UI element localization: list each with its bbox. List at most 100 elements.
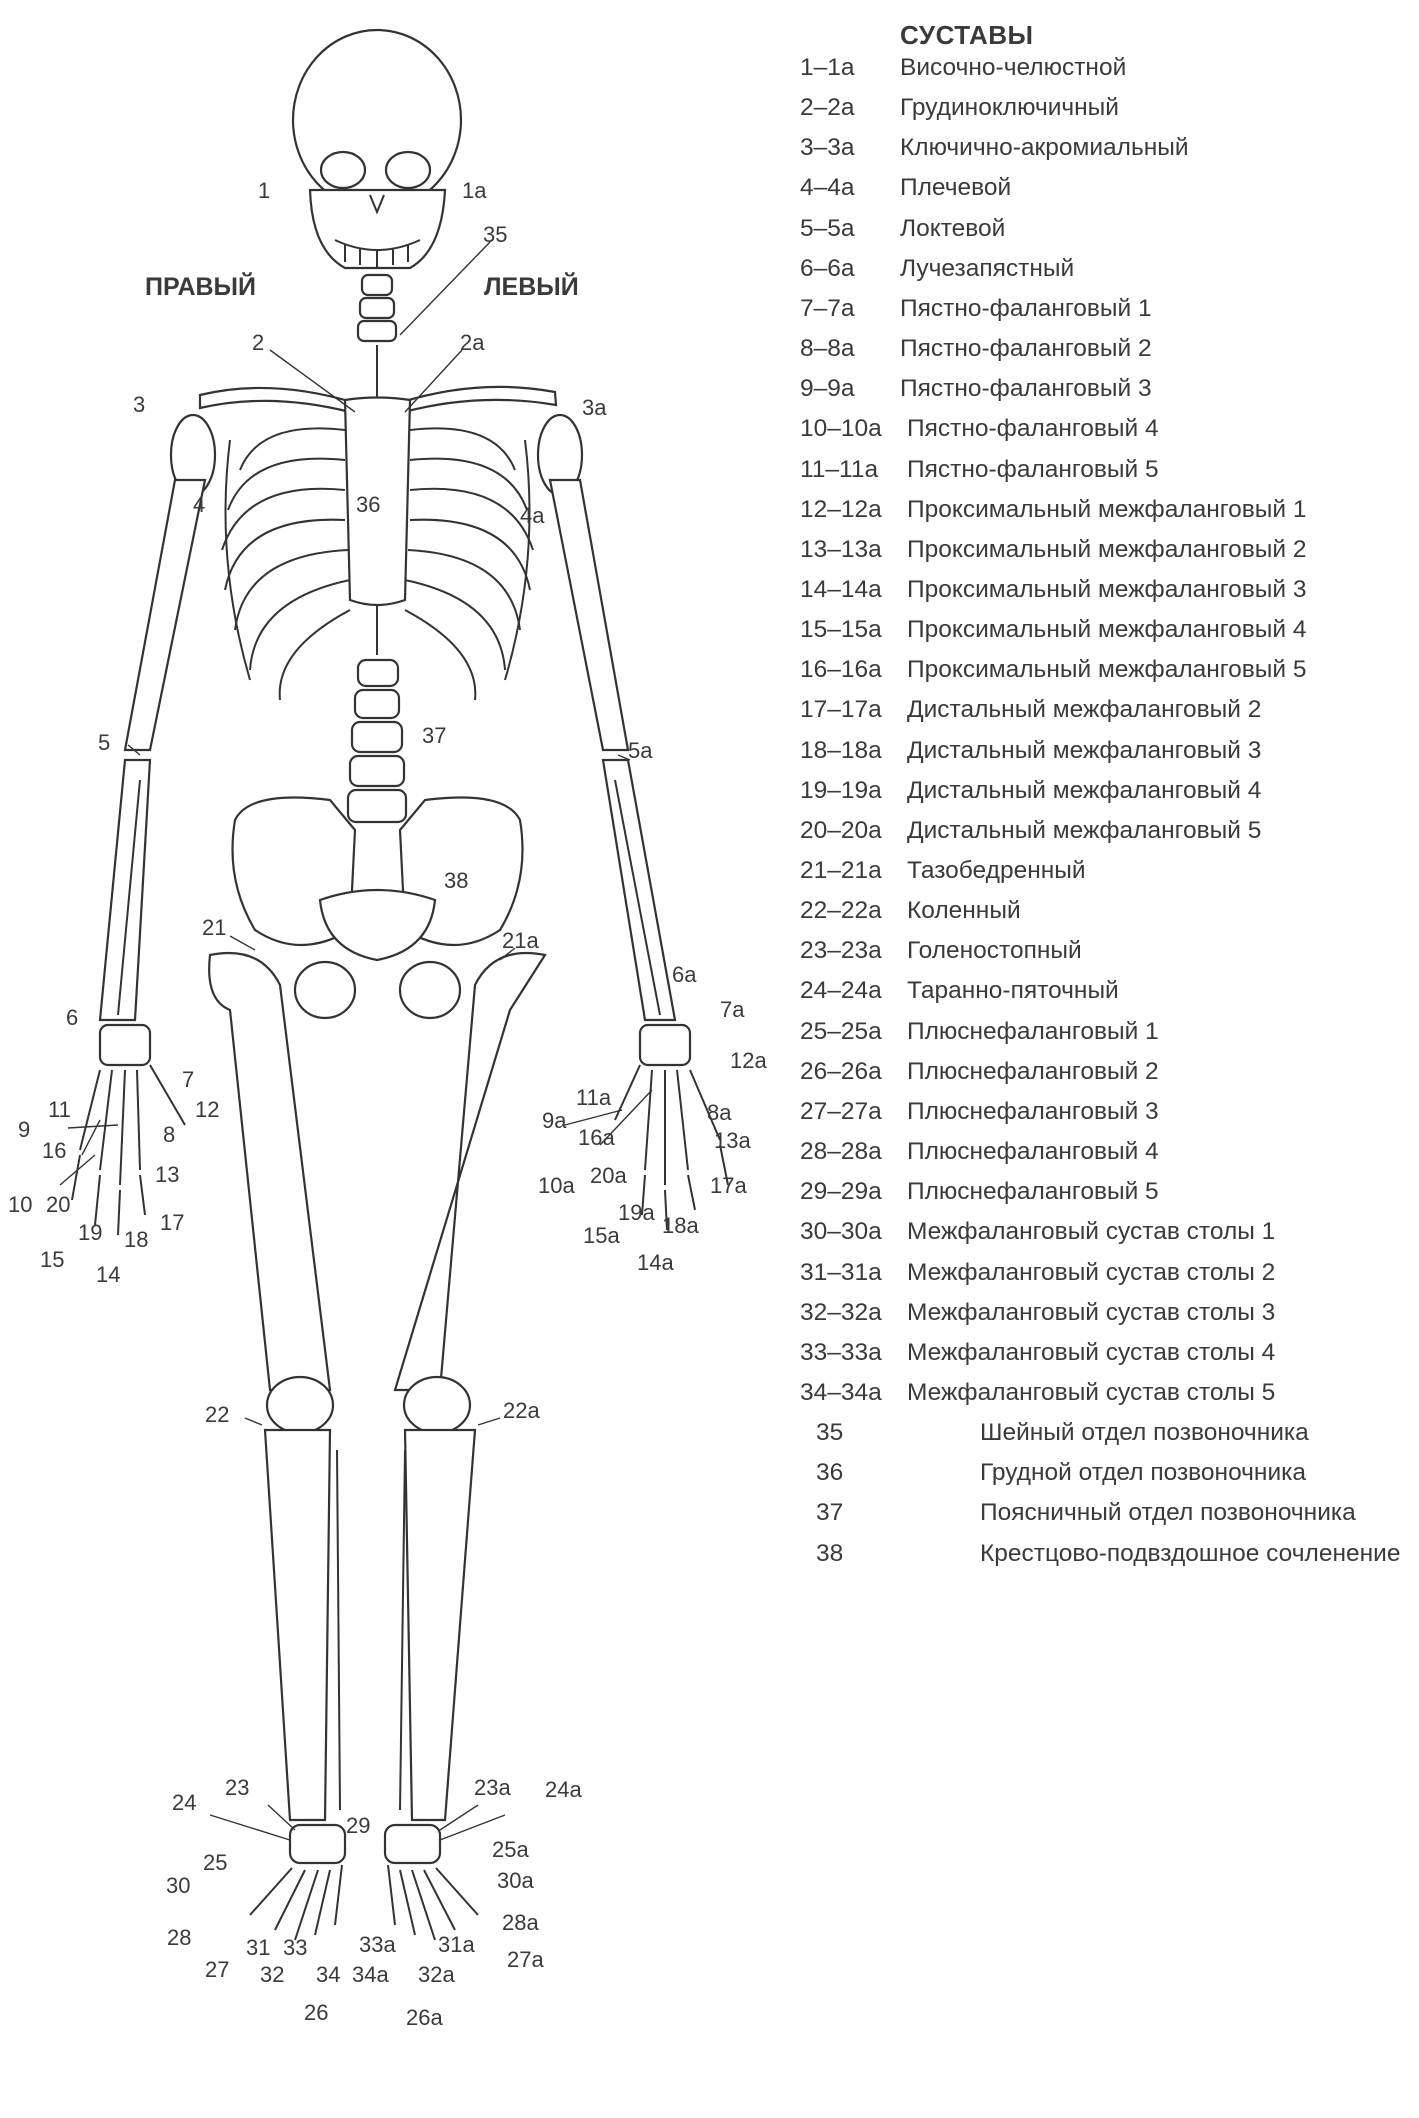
legend-item-name: Поясничный отдел позвоночника [980, 1499, 1356, 1527]
legend-item-code: 18–18а [800, 736, 882, 764]
legend-item-name: Межфаланговый сустав столы 3 [907, 1298, 1276, 1326]
joint-marker: 18 [124, 1227, 148, 1252]
joint-marker: 6 [66, 1005, 78, 1030]
joint-marker: 13 [155, 1162, 179, 1187]
legend-item-name: Проксимальный межфаланговый 2 [907, 535, 1307, 563]
legend-item-code: 14–14а [800, 575, 882, 603]
right-patella [265, 1375, 335, 1435]
joint-marker: 10а [538, 1173, 575, 1198]
left-hand [614, 1023, 729, 1231]
legend-item-code: 15–15а [800, 616, 882, 644]
left-patella [402, 1375, 472, 1435]
joint-marker: 36 [356, 492, 380, 517]
legend-item-code: 22–22а [800, 897, 882, 925]
legend-item-name: Пястно-фаланговый 1 [900, 294, 1152, 322]
legend-item-name: Проксимальный межфаланговый 4 [907, 616, 1307, 644]
legend-item-code: 29–29а [800, 1178, 882, 1206]
joint-marker: 13а [714, 1128, 751, 1153]
joint-marker: 38 [444, 868, 468, 893]
joint-marker: 2 [252, 330, 264, 355]
legend-item-name: Височно-челюстной [900, 54, 1127, 81]
joint-marker: 11а [576, 1085, 612, 1110]
joint-marker: 3 [133, 392, 145, 417]
left-forearm [601, 758, 677, 1022]
joint-marker: 24а [545, 1777, 582, 1802]
legend-item-name: Пястно-фаланговый 4 [907, 415, 1159, 443]
side-label-right: ПРАВЫЙ [145, 271, 256, 301]
right-humerus [123, 478, 207, 752]
legend-item: 8–8а Пястно-фаланговый 2 [800, 329, 1152, 369]
joint-marker: 31а [438, 1932, 475, 1957]
legend-item: 6–6а Лучезапястный [800, 249, 1074, 289]
legend-item-code: 23–23а [800, 937, 882, 965]
legend-item-code: 34–34а [800, 1378, 882, 1406]
legend-item-name: Дистальный межфаланговый 4 [907, 776, 1262, 804]
joint-marker: 1 [258, 178, 270, 203]
legend-item-name: Шейный отдел позвоночника [980, 1419, 1309, 1447]
joint-marker: 10 [8, 1192, 32, 1217]
legend-item-name: Тазобедренный [907, 857, 1086, 884]
legend-item-code: 9–9а [800, 375, 855, 403]
skull [291, 28, 463, 270]
legend-item-name: Таранно-пяточный [907, 977, 1119, 1005]
legend-item-code: 30–30а [800, 1218, 882, 1246]
legend-item-code: 6–6а [800, 254, 855, 282]
joint-marker: 20а [590, 1163, 627, 1188]
legend-item-name: Дистальный межфаланговый 3 [907, 736, 1262, 764]
legend-item-code: 19–19а [800, 776, 882, 804]
legend-item-code: 33–33а [800, 1338, 882, 1366]
joint-marker: 4а [520, 503, 545, 528]
right-tibia [263, 1428, 332, 1822]
right-hand [71, 1023, 186, 1236]
legend-item-code: 24–24а [800, 977, 882, 1005]
joint-marker: 24 [172, 1790, 196, 1815]
legend-item-code: 13–13а [800, 535, 882, 563]
joint-marker: 27 [205, 1957, 229, 1982]
legend-item-code: 8–8а [800, 335, 855, 363]
joint-marker: 17 [160, 1210, 184, 1235]
rib-cage [221, 396, 534, 701]
joint-marker: 26 [304, 2000, 328, 2025]
joint-marker: 5 [98, 730, 110, 755]
legend-item-name: Лучезапястный [900, 254, 1075, 282]
joint-marker: 9а [542, 1108, 567, 1133]
legend-item-name: Коленный [907, 897, 1021, 925]
legend-item-name: Межфаланговый сустав столы 5 [907, 1378, 1276, 1406]
left-tibia [403, 1428, 477, 1822]
legend-item-name: Пястно-фаланговый 2 [900, 335, 1152, 363]
legend-item: 17–17а Дистальный межфаланговый 2 [800, 690, 1261, 730]
legend-item-code: 28–28а [800, 1138, 882, 1166]
legend-item: 1–1а Височно-челюстной [800, 48, 1126, 88]
legend-item-code: 17–17а [800, 696, 882, 724]
joint-marker: 33 [283, 1935, 307, 1960]
joint-marker: 12 [195, 1097, 219, 1122]
legend-item-name: Плюснефаланговый 4 [907, 1138, 1159, 1166]
legend-item-name: Плюснефаланговый 3 [907, 1097, 1159, 1125]
joint-marker: 19 [78, 1220, 102, 1245]
legend-item-name: Дистальный межфаланговый 2 [907, 696, 1262, 724]
pelvis [231, 796, 524, 1020]
legend-item: 27–27а Плюснефаланговый 3 [800, 1092, 1159, 1132]
legend-item-code: 1–1а [800, 54, 855, 81]
right-forearm [98, 758, 152, 1022]
joint-marker: 2а [460, 330, 485, 355]
legend-item-code: 27–27а [800, 1097, 882, 1125]
legend-item-name: Голеностопный [907, 937, 1082, 965]
legend-item: 19–19а Дистальный межфаланговый 4 [800, 771, 1261, 811]
legend-item: 15–15а Проксимальный межфаланговый 4 [800, 610, 1307, 650]
joint-marker: 34 [316, 1962, 340, 1987]
legend-item-code: 16–16а [800, 656, 882, 684]
joint-marker: 30а [497, 1868, 534, 1893]
legend-item-code: 26–26а [800, 1057, 882, 1085]
joint-marker: 9 [18, 1117, 30, 1142]
right-femur [208, 951, 332, 1392]
